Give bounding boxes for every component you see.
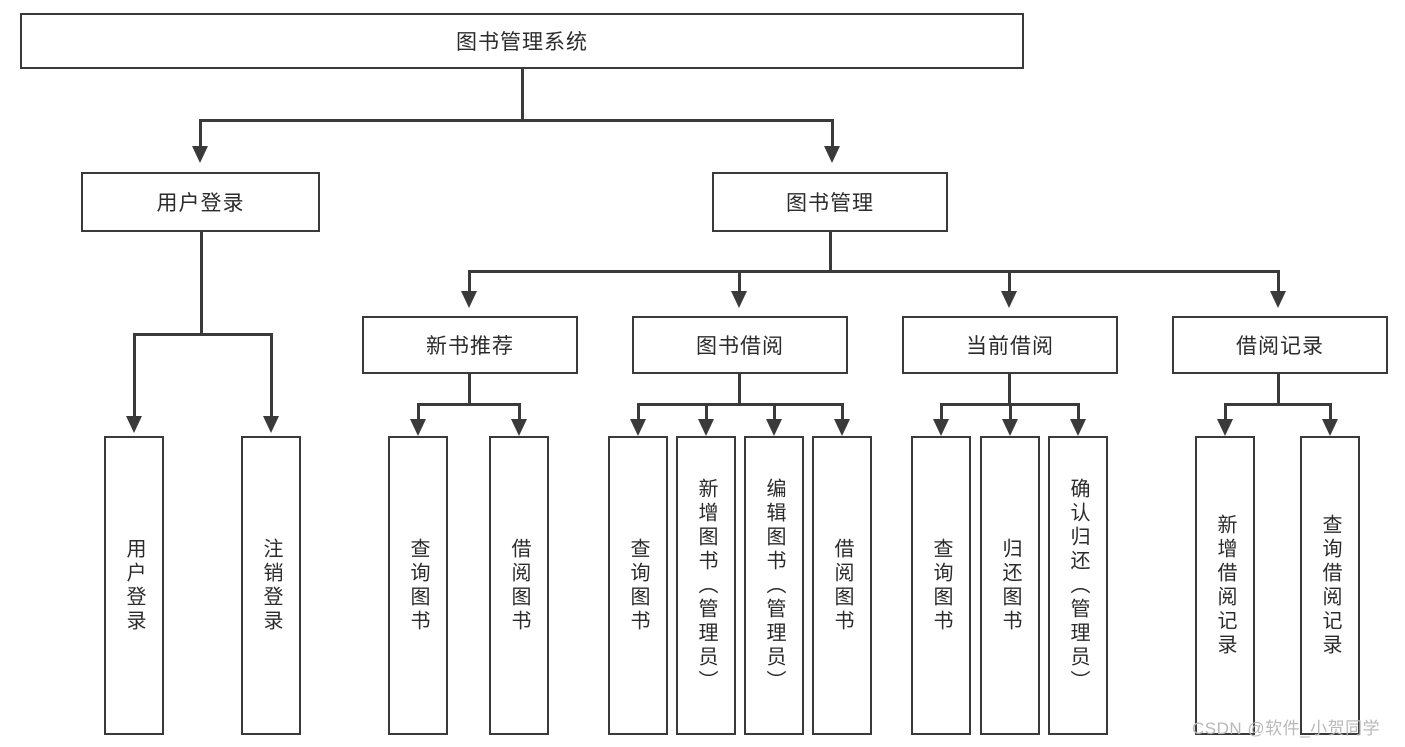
edge-new-book-child0 [417,403,420,419]
edge-borrow-record-stem [1277,374,1280,406]
leaf-current-borrow-2-label: 确认归还（管理员） [1067,477,1089,694]
arrow-current-borrow-child0 [933,419,949,436]
edge-new-book-child1 [518,403,521,419]
arrow-root-to-user-login [192,146,208,163]
edge-book-mgmt-child3 [1277,270,1280,293]
edge-current-borrow-child1 [1009,403,1012,419]
leaf-new-book-1-label: 借阅图书 [508,537,530,634]
leaf-user-login-0[interactable]: 用户登录 [104,436,164,735]
edge-current-borrow-child0 [940,403,943,419]
csdn-watermark: CSDN @软件_小贺同学 [1192,719,1381,738]
leaf-book-borrow-1[interactable]: 新增图书（管理员） [676,436,736,735]
node-new-book-recommend[interactable]: 新书推荐 [362,316,578,374]
edge-book-mgmt-child1 [738,270,741,293]
leaf-current-borrow-0-label: 查询图书 [930,537,952,634]
arrow-new-book-child1 [511,419,527,436]
leaf-borrow-record-0[interactable]: 新增借阅记录 [1195,436,1255,735]
edge-user-login-bus [133,333,273,336]
arrow-book-borrow-child2 [766,419,782,436]
arrow-root-to-book-mgmt [824,146,840,163]
edge-root-to-user-login [199,119,202,146]
edge-borrow-record-child1 [1329,403,1332,419]
arrow-current-borrow-child1 [1002,419,1018,436]
edge-book-mgmt-stem [829,232,832,273]
arrow-borrow-record-child1 [1322,419,1338,436]
arrow-book-mgmt-child0 [461,291,477,308]
node-user-login[interactable]: 用户登录 [81,172,320,232]
arrow-book-borrow-child0 [630,419,646,436]
edge-user-login-child0 [133,333,136,416]
edge-current-borrow-stem [1008,374,1011,406]
node-book-management-label: 图书管理 [786,192,874,215]
edge-book-mgmt-bus [468,270,1280,273]
leaf-book-borrow-2-label: 编辑图书（管理员） [763,477,785,694]
edge-book-mgmt-child0 [468,270,471,293]
node-book-borrow-label: 图书借阅 [696,335,784,358]
node-root-label: 图书管理系统 [456,31,588,54]
edge-current-borrow-child2 [1077,403,1080,419]
node-borrow-record-label: 借阅记录 [1236,335,1324,358]
edge-book-borrow-child2 [773,403,776,419]
arrow-book-borrow-child1 [698,419,714,436]
leaf-book-borrow-3[interactable]: 借阅图书 [812,436,872,735]
edge-book-borrow-child3 [841,403,844,419]
leaf-new-book-0[interactable]: 查询图书 [388,436,448,735]
leaf-new-book-1[interactable]: 借阅图书 [489,436,549,735]
arrow-borrow-record-child0 [1217,419,1233,436]
leaf-current-borrow-0[interactable]: 查询图书 [911,436,971,735]
node-user-login-label: 用户登录 [156,192,245,215]
edge-user-login-stem [200,232,203,336]
edge-book-borrow-stem [738,374,741,406]
arrow-user-login-child0 [126,416,142,433]
leaf-book-borrow-0-label: 查询图书 [627,537,649,634]
leaf-book-borrow-3-label: 借阅图书 [831,537,853,634]
edge-root-stem [521,69,524,120]
edge-book-borrow-child1 [705,403,708,419]
arrow-new-book-child0 [410,419,426,436]
edge-root-to-book-mgmt [831,119,834,146]
arrow-book-mgmt-child2 [1001,291,1017,308]
leaf-borrow-record-0-label: 新增借阅记录 [1214,513,1236,658]
node-current-borrow-label: 当前借阅 [966,335,1054,358]
node-borrow-record[interactable]: 借阅记录 [1172,316,1388,374]
node-book-management[interactable]: 图书管理 [712,172,948,232]
edge-new-book-bus [417,403,521,406]
edge-user-login-child1 [270,333,273,416]
leaf-borrow-record-1[interactable]: 查询借阅记录 [1300,436,1360,735]
leaf-user-login-1-label: 注销登录 [260,537,282,634]
leaf-book-borrow-0[interactable]: 查询图书 [608,436,668,735]
leaf-current-borrow-2[interactable]: 确认归还（管理员） [1048,436,1108,735]
edge-book-borrow-bus [637,403,843,406]
edge-borrow-record-bus [1224,403,1332,406]
arrow-book-mgmt-child3 [1270,291,1286,308]
leaf-new-book-0-label: 查询图书 [407,537,429,634]
edge-borrow-record-child0 [1224,403,1227,419]
node-new-book-recommend-label: 新书推荐 [426,335,514,358]
edge-book-mgmt-child2 [1008,270,1011,293]
edge-root-bus [199,119,834,122]
leaf-borrow-record-1-label: 查询借阅记录 [1319,513,1341,658]
arrow-current-borrow-child2 [1070,419,1086,436]
leaf-current-borrow-1[interactable]: 归还图书 [980,436,1040,735]
leaf-user-login-1[interactable]: 注销登录 [241,436,301,735]
arrow-book-borrow-child3 [834,419,850,436]
node-root[interactable]: 图书管理系统 [20,13,1024,69]
node-current-borrow[interactable]: 当前借阅 [902,316,1118,374]
leaf-user-login-0-label: 用户登录 [123,537,145,634]
edge-book-borrow-child0 [637,403,640,419]
leaf-book-borrow-1-label: 新增图书（管理员） [695,477,717,694]
edge-new-book-stem [468,374,471,406]
leaf-book-borrow-2[interactable]: 编辑图书（管理员） [744,436,804,735]
leaf-current-borrow-1-label: 归还图书 [999,537,1021,634]
arrow-user-login-child1 [263,416,279,433]
arrow-book-mgmt-child1 [731,291,747,308]
node-book-borrow[interactable]: 图书借阅 [632,316,848,374]
